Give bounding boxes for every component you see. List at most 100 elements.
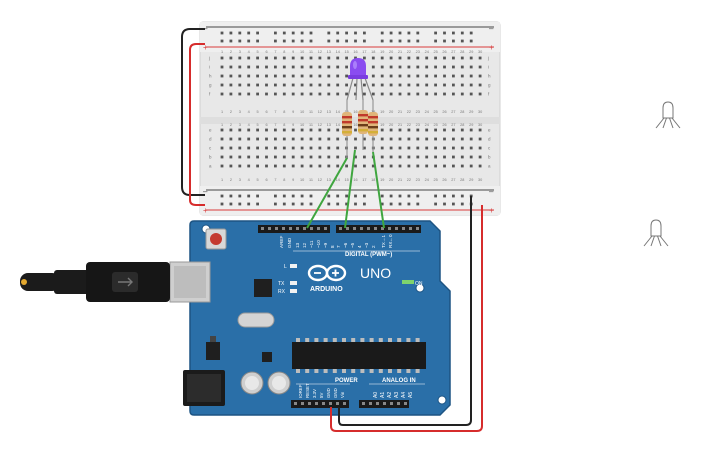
rail-hole[interactable]: [398, 202, 402, 206]
breadboard-hole[interactable]: [371, 56, 375, 60]
wire-red-left-rail[interactable]: [189, 43, 205, 206]
rgb-led-icon[interactable]: [655, 101, 681, 129]
rail-hole[interactable]: [336, 202, 340, 206]
rail-hole[interactable]: [256, 39, 259, 43]
breadboard-hole[interactable]: [238, 128, 242, 132]
rail-hole[interactable]: [345, 194, 348, 198]
breadboard-hole[interactable]: [416, 74, 420, 78]
rail-hole[interactable]: [389, 202, 393, 206]
breadboard-hole[interactable]: [460, 128, 464, 132]
breadboard-hole[interactable]: [282, 155, 286, 159]
breadboard-hole[interactable]: [274, 65, 277, 69]
breadboard-hole[interactable]: [229, 65, 233, 69]
arduino-uno-board[interactable]: ARDUINO UNO DIGITAL (PWM~) L TX RX ON AR…: [169, 220, 451, 416]
breadboard-hole[interactable]: [256, 128, 259, 132]
header-hole[interactable]: [261, 227, 264, 230]
breadboard-hole[interactable]: [220, 92, 224, 96]
header-hole[interactable]: [315, 402, 318, 405]
breadboard-hole[interactable]: [265, 146, 268, 150]
breadboard-hole[interactable]: [300, 155, 304, 159]
breadboard-hole[interactable]: [469, 155, 473, 159]
breadboard-hole[interactable]: [354, 83, 357, 87]
breadboard-hole[interactable]: [229, 137, 233, 141]
breadboard-hole[interactable]: [345, 83, 348, 87]
rail-hole[interactable]: [363, 194, 366, 198]
breadboard-hole[interactable]: [460, 146, 464, 150]
breadboard-hole[interactable]: [460, 65, 464, 69]
breadboard-hole[interactable]: [238, 65, 242, 69]
rail-hole[interactable]: [220, 31, 224, 35]
header-hole[interactable]: [336, 402, 339, 405]
rail-hole[interactable]: [389, 31, 393, 35]
header-hole[interactable]: [317, 227, 320, 230]
header-hole[interactable]: [395, 227, 398, 230]
rail-hole[interactable]: [300, 194, 304, 198]
breadboard-hole[interactable]: [265, 164, 268, 168]
header-hole[interactable]: [388, 227, 391, 230]
rail-hole[interactable]: [220, 39, 224, 43]
rail-hole[interactable]: [238, 31, 242, 35]
breadboard-hole[interactable]: [389, 56, 393, 60]
header-hole[interactable]: [343, 402, 346, 405]
breadboard-hole[interactable]: [291, 146, 295, 150]
rail-hole[interactable]: [238, 39, 242, 43]
breadboard-hole[interactable]: [354, 56, 357, 60]
breadboard-hole[interactable]: [434, 65, 437, 69]
breadboard-hole[interactable]: [282, 74, 286, 78]
breadboard-hole[interactable]: [265, 128, 268, 132]
breadboard-hole[interactable]: [407, 137, 411, 141]
rail-hole[interactable]: [460, 31, 464, 35]
breadboard-hole[interactable]: [398, 146, 402, 150]
breadboard-hole[interactable]: [336, 83, 340, 87]
breadboard-hole[interactable]: [318, 56, 322, 60]
breadboard-hole[interactable]: [282, 128, 286, 132]
breadboard-hole[interactable]: [425, 155, 429, 159]
breadboard-hole[interactable]: [291, 164, 295, 168]
resistor-2[interactable]: [358, 100, 368, 150]
breadboard-hole[interactable]: [345, 74, 348, 78]
breadboard-hole[interactable]: [238, 155, 242, 159]
breadboard-hole[interactable]: [318, 74, 322, 78]
rail-hole[interactable]: [291, 31, 295, 35]
header-hole[interactable]: [369, 402, 372, 405]
breadboard-hole[interactable]: [274, 164, 277, 168]
breadboard-hole[interactable]: [371, 65, 375, 69]
breadboard-hole[interactable]: [256, 137, 259, 141]
breadboard-hole[interactable]: [371, 92, 375, 96]
wire-green-pin9[interactable]: [344, 149, 356, 229]
breadboard-hole[interactable]: [416, 164, 420, 168]
rail-hole[interactable]: [300, 39, 304, 43]
breadboard-hole[interactable]: [318, 92, 322, 96]
header-hole[interactable]: [381, 227, 384, 230]
header-hole[interactable]: [376, 402, 379, 405]
breadboard-hole[interactable]: [371, 74, 375, 78]
rail-hole[interactable]: [380, 39, 384, 43]
header-hole[interactable]: [301, 402, 304, 405]
breadboard-hole[interactable]: [469, 56, 473, 60]
header-hole[interactable]: [310, 227, 313, 230]
breadboard-hole[interactable]: [407, 164, 411, 168]
header-hole[interactable]: [268, 227, 271, 230]
breadboard-hole[interactable]: [291, 65, 295, 69]
rail-hole[interactable]: [274, 31, 277, 35]
breadboard-hole[interactable]: [380, 92, 384, 96]
breadboard-hole[interactable]: [389, 155, 393, 159]
header-hole[interactable]: [275, 227, 278, 230]
rail-hole[interactable]: [354, 194, 357, 198]
rail-hole[interactable]: [309, 202, 313, 206]
breadboard-hole[interactable]: [309, 164, 313, 168]
breadboard-hole[interactable]: [336, 146, 340, 150]
rail-hole[interactable]: [416, 31, 420, 35]
breadboard-hole[interactable]: [363, 146, 366, 150]
rail-hole[interactable]: [274, 202, 277, 206]
breadboard-hole[interactable]: [389, 164, 393, 168]
breadboard-hole[interactable]: [478, 65, 482, 69]
header-hole[interactable]: [353, 227, 356, 230]
breadboard-hole[interactable]: [327, 65, 331, 69]
breadboard-hole[interactable]: [416, 146, 420, 150]
wire-green-pin5[interactable]: [372, 151, 385, 229]
breadboard-hole[interactable]: [229, 56, 233, 60]
breadboard-hole[interactable]: [309, 128, 313, 132]
header-hole[interactable]: [282, 227, 285, 230]
breadboard-hole[interactable]: [229, 155, 233, 159]
